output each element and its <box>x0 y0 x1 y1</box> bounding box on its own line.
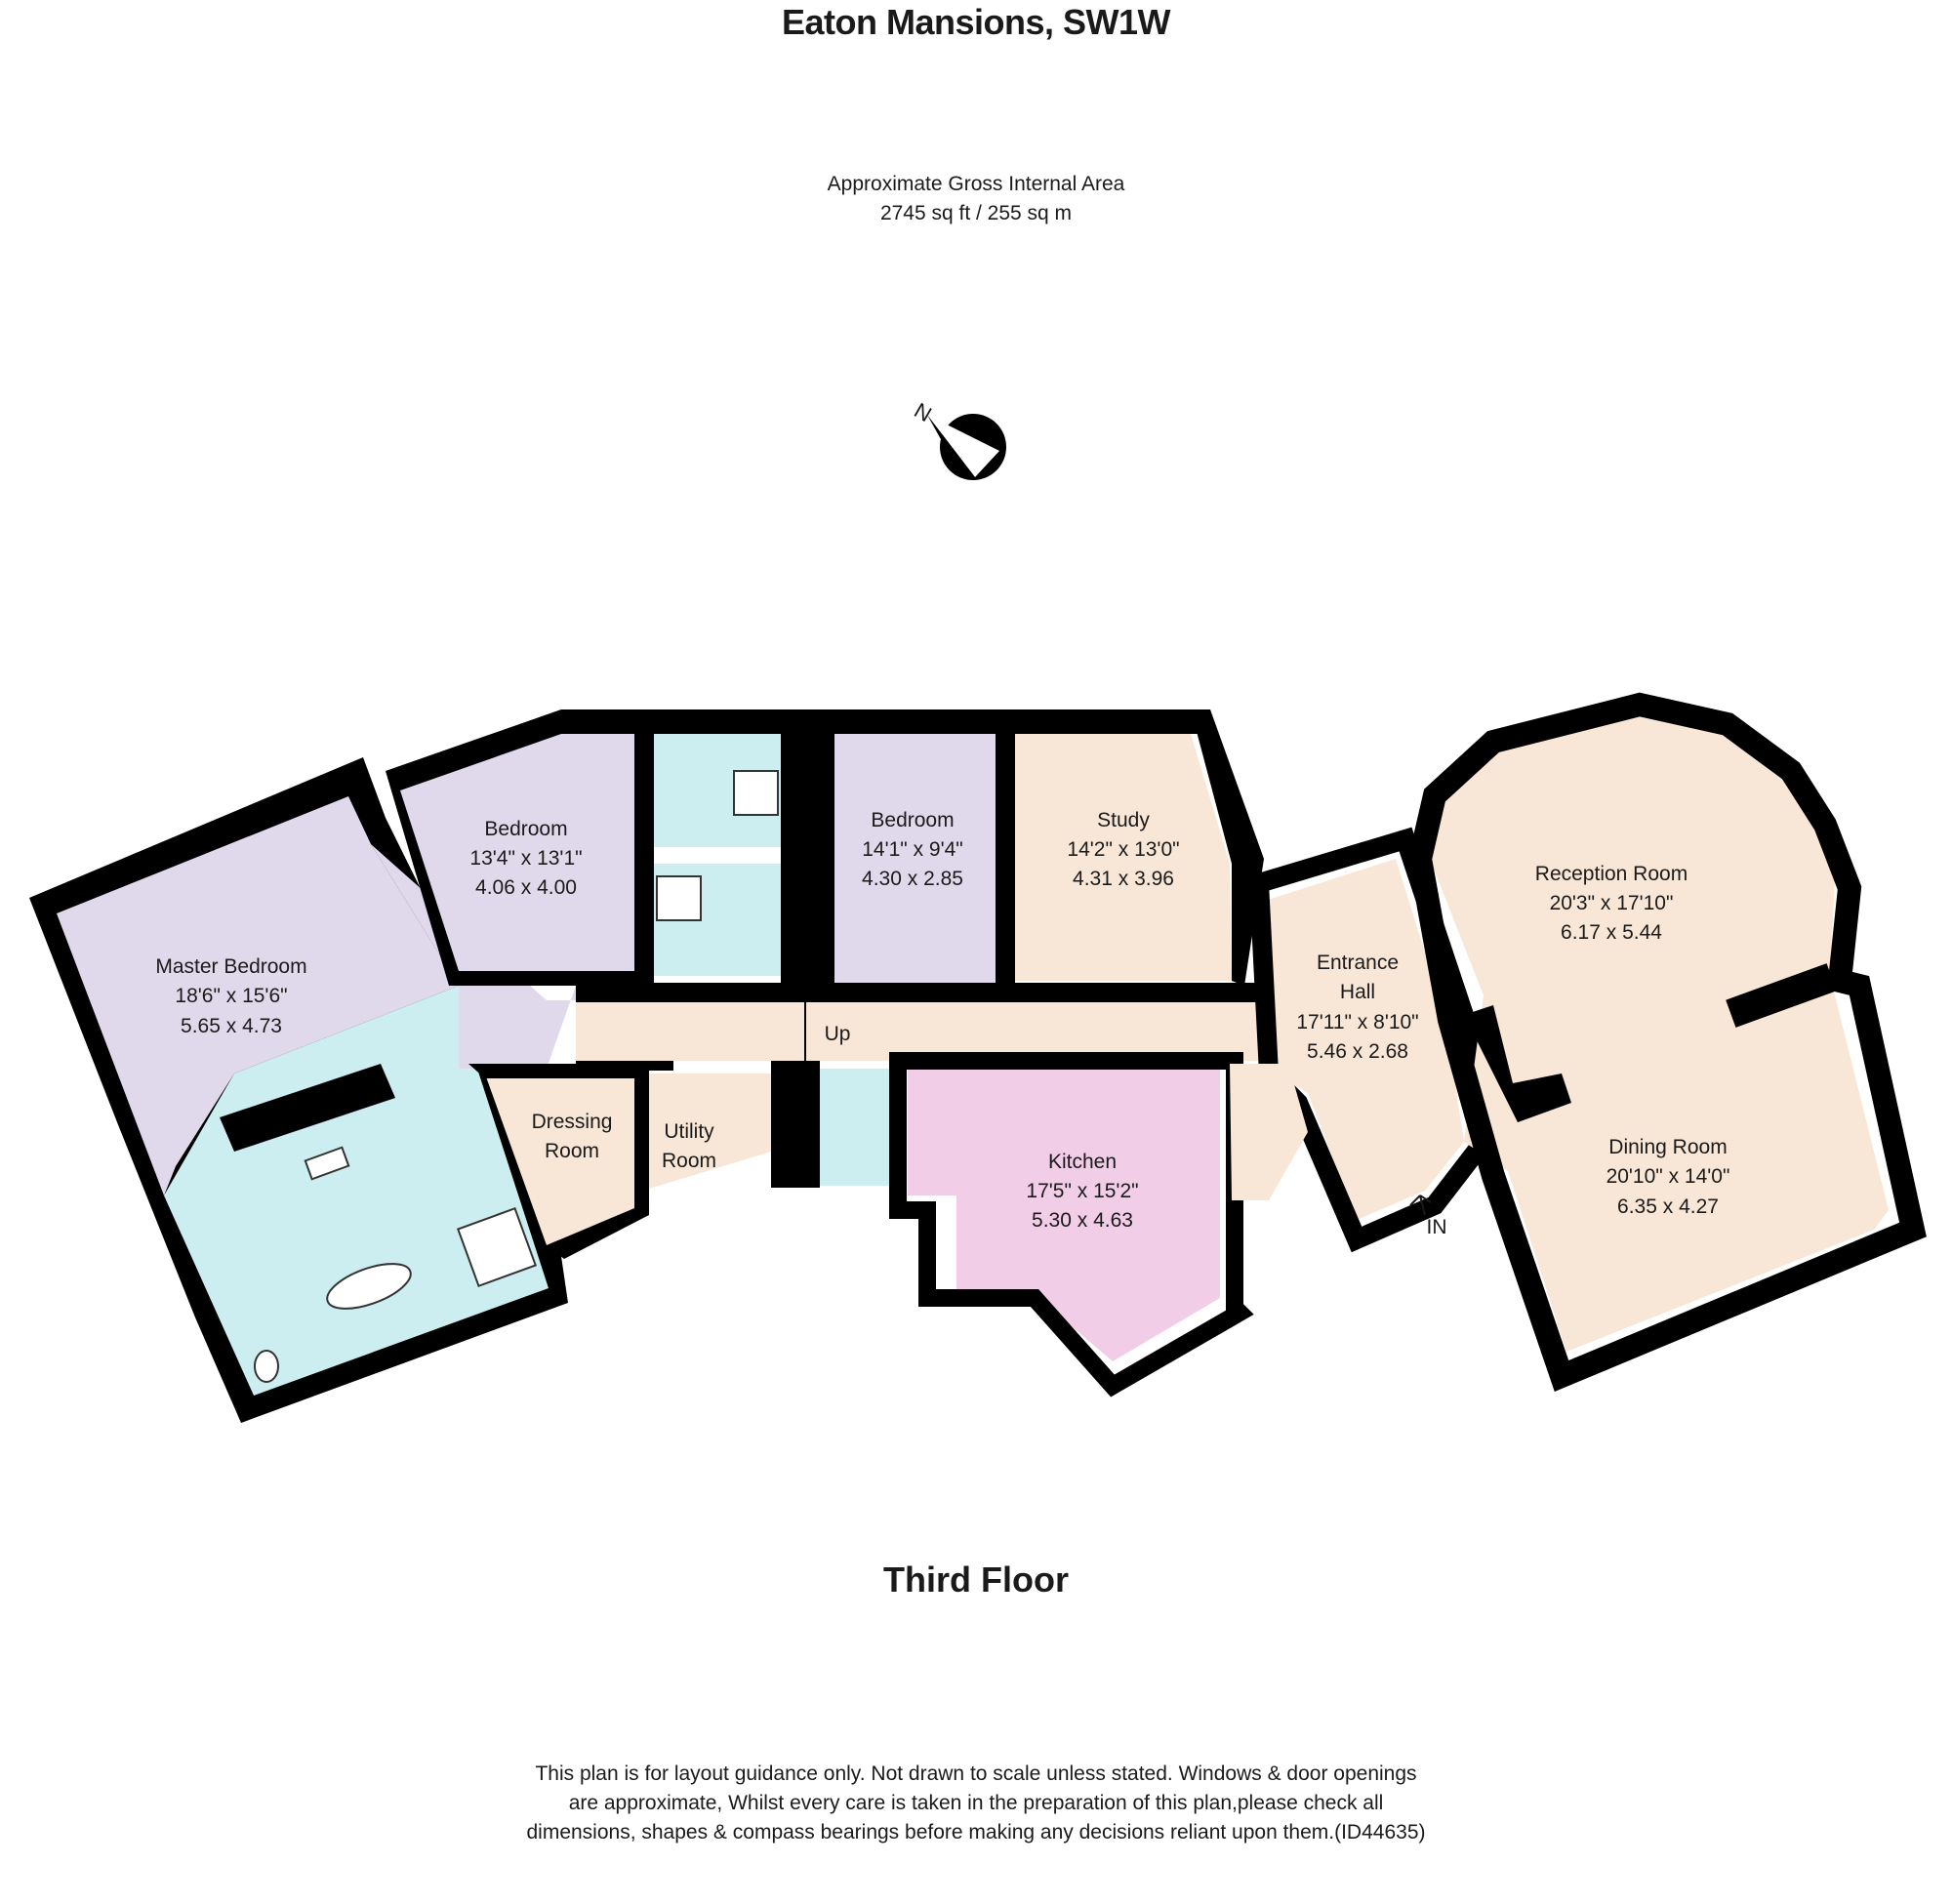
bedroom-2-floor <box>834 734 996 983</box>
entry-arrow-icon <box>1409 1195 1432 1216</box>
reception-room-metric: 6.17 x 5.44 <box>1561 921 1662 944</box>
kitchen-imperial: 17'5" x 15'2" <box>1026 1180 1138 1202</box>
study-wall <box>1191 709 1264 986</box>
label-bedroom-2: Bedroom 14'1" x 9'4" 4.30 x 2.85 <box>862 809 963 890</box>
entrance-hall-name-2: Hall <box>1340 981 1375 1003</box>
gross-internal-area: Approximate Gross Internal Area 2745 sq … <box>0 170 1952 228</box>
bedroom-1-floor <box>400 734 634 971</box>
reception-room-imperial: 20'3" x 17'10" <box>1550 892 1674 914</box>
entrance-hall-metric: 5.46 x 2.68 <box>1307 1040 1408 1063</box>
label-dining-room: Dining Room 20'10" x 14'0" 6.35 x 4.27 <box>1606 1136 1730 1218</box>
bedroom-2-metric: 4.30 x 2.85 <box>862 868 963 890</box>
main-corridor <box>576 1002 1259 1061</box>
floor-label: Third Floor <box>883 1560 1069 1600</box>
basin-icon <box>304 1146 350 1181</box>
shower-icon <box>456 1206 538 1288</box>
reception-dining-divider <box>1464 1005 1571 1122</box>
central-wall-1 <box>634 709 654 983</box>
reception-room-name: Reception Room <box>1535 863 1688 885</box>
study-imperial: 14'2" x 13'0" <box>1067 838 1179 861</box>
disclaimer: This plan is for layout guidance only. N… <box>0 1760 1952 1847</box>
central-wall-2 <box>781 722 834 986</box>
entrance-hall-floor <box>1259 859 1464 1220</box>
guest-wc-wall <box>771 1061 820 1188</box>
label-entrance-hall: Entrance Hall 17'11" x 8'10" 5.46 x 2.68 <box>1296 952 1418 1063</box>
label-study: Study 14'2" x 13'0" 4.31 x 3.96 <box>1067 809 1179 890</box>
study-name: Study <box>1097 809 1150 831</box>
disclaimer-line-1: This plan is for layout guidance only. N… <box>535 1762 1417 1785</box>
ensuite-shower-1 <box>733 770 779 816</box>
label-utility-room: Utility Room <box>662 1120 716 1172</box>
top-wall <box>561 709 1205 734</box>
wc-icon <box>254 1350 279 1383</box>
disclaimer-line-2: are approximate, Whilst every care is ta… <box>568 1792 1384 1814</box>
entry-label: IN <box>1427 1216 1447 1238</box>
kitchen-name: Kitchen <box>1048 1151 1117 1173</box>
master-bedroom-metric: 5.65 x 4.73 <box>181 1015 282 1037</box>
bedroom-1-metric: 4.06 x 4.00 <box>475 876 577 899</box>
master-bedroom-imperial: 18'6" x 15'6" <box>175 985 287 1007</box>
corridor-wall-bottom <box>576 1061 673 1071</box>
bedroom-1-name: Bedroom <box>484 818 567 840</box>
bedroom-2-imperial: 14'1" x 9'4" <box>862 838 963 861</box>
guest-wc-floor <box>820 1069 898 1186</box>
corridor-wall-top <box>576 983 1259 1002</box>
ensuite-shower-2 <box>656 875 702 921</box>
wardrobe-block <box>220 1064 395 1152</box>
dining-room-name: Dining Room <box>1608 1136 1727 1158</box>
master-bedroom-floor <box>57 796 459 1195</box>
dressing-room-name-1: Dressing <box>532 1111 613 1133</box>
entrance-hall-imperial: 17'11" x 8'10" <box>1296 1011 1418 1033</box>
master-bedroom-name: Master Bedroom <box>155 955 306 978</box>
label-reception-room: Reception Room 20'3" x 17'10" 6.17 x 5.4… <box>1535 863 1688 944</box>
label-dressing-room: Dressing Room <box>532 1111 613 1162</box>
dressing-room-name-2: Room <box>545 1140 599 1162</box>
utility-room-floor <box>649 1074 771 1189</box>
reception-room-floor <box>1430 712 1835 1088</box>
dining-room-metric: 6.35 x 4.27 <box>1617 1195 1719 1218</box>
compass-icon: N <box>911 398 1006 480</box>
dining-room-imperial: 20'10" x 14'0" <box>1606 1165 1730 1188</box>
bedroom-2-name: Bedroom <box>871 809 954 831</box>
study-metric: 4.31 x 3.96 <box>1073 868 1174 890</box>
corridor-extension <box>1230 1064 1308 1200</box>
entrance-hall-name-1: Entrance <box>1317 952 1399 974</box>
area-value: 2745 sq ft / 255 sq m <box>879 202 1073 224</box>
reception-dining-wall-right <box>1726 963 1837 1028</box>
area-heading: Approximate Gross Internal Area <box>827 173 1125 195</box>
kitchen-floor <box>908 1069 1220 1361</box>
property-title: Eaton Mansions, SW1W <box>781 2 1171 42</box>
label-kitchen: Kitchen 17'5" x 15'2" 5.30 x 4.63 <box>1026 1151 1138 1232</box>
disclaimer-line-3: dimensions, shapes & compass bearings be… <box>526 1821 1426 1843</box>
bathtub-icon <box>326 1263 412 1310</box>
dining-room-floor <box>1464 976 1889 1352</box>
dressing-room-floor <box>483 1069 634 1245</box>
master-bathroom-floor <box>164 986 549 1396</box>
utility-room-name-1: Utility <box>664 1120 714 1143</box>
label-bedroom-1: Bedroom 13'4" x 13'1" 4.06 x 4.00 <box>469 818 582 899</box>
bedroom-1-imperial: 13'4" x 13'1" <box>469 847 582 870</box>
right-wing-outer-wall <box>1407 692 1927 1393</box>
utility-room-name-2: Room <box>662 1150 716 1172</box>
kitchen-metric: 5.30 x 4.63 <box>1032 1209 1133 1232</box>
label-master-bedroom: Master Bedroom 18'6" x 15'6" 5.65 x 4.73 <box>155 955 306 1037</box>
study-floor <box>1015 734 1232 981</box>
bedroom-2-wall <box>996 734 1015 983</box>
stair-up-label: Up <box>825 1023 851 1045</box>
